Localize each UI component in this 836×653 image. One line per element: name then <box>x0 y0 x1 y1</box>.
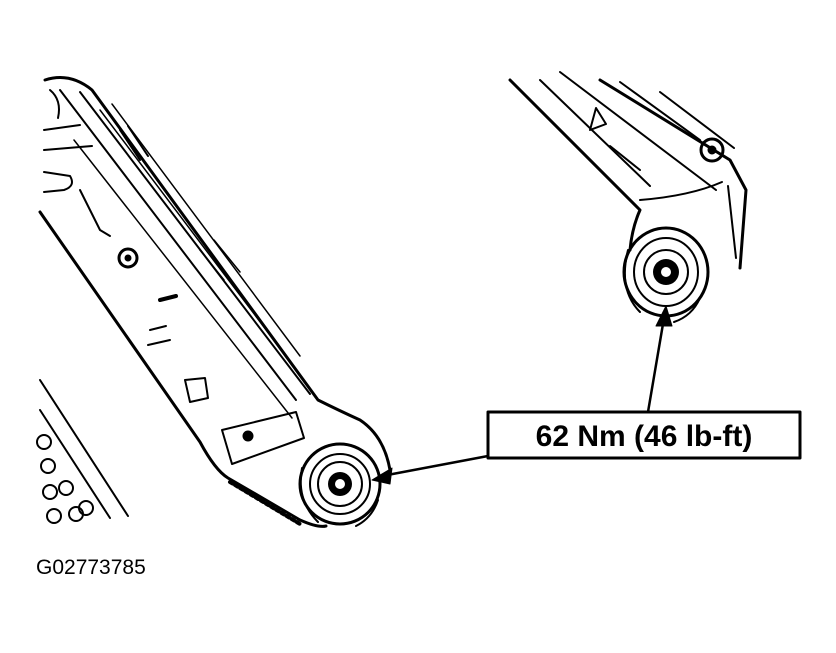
torque-callout: 62 Nm (46 lb-ft) <box>486 410 802 460</box>
callout-leaders <box>371 305 673 485</box>
right-control-arm <box>508 71 748 323</box>
left-control-arm <box>38 76 392 528</box>
torque-label: 62 Nm (46 lb-ft) <box>536 420 753 453</box>
frame-rail <box>36 379 129 524</box>
figure-id: G02773785 <box>36 556 146 579</box>
